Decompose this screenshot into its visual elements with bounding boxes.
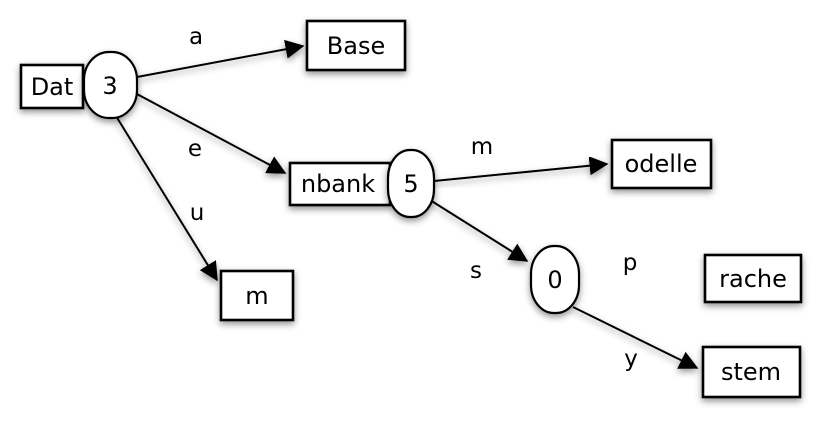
node-rache: rache [703,253,803,304]
edge-labels-layer: a e u m s p y [188,24,638,372]
edge-a-line [136,39,305,78]
node-branch0: 0 [529,244,581,315]
node-branch0-value: 0 [547,266,562,294]
node-root: Dat 3 [19,50,139,120]
node-stem-box [701,345,802,399]
edge-label-u: u [190,200,205,226]
node-nbank: nbank 5 [288,148,436,219]
node-nbank-value: 5 [403,170,418,198]
node-odelle-label: odelle [625,150,698,178]
edge-label-m: m [471,134,493,160]
node-base: Base [305,19,407,72]
edge-label-s: s [470,258,482,284]
node-stem-label: stem [721,358,781,386]
node-nbank-stadium [386,148,436,219]
node-branch0-stadium [529,244,581,315]
node-odelle: odelle [610,138,713,190]
node-root-prefix: Dat [31,73,74,101]
edge-u-line [115,115,218,282]
edge-label-e: e [188,136,202,162]
node-root-stadium [82,50,139,120]
edge-label-a: a [189,24,203,50]
edges-layer [115,39,701,369]
edge-label-p: p [623,250,638,276]
node-stem: stem [701,345,802,399]
node-root-box [19,63,85,110]
node-rache-box [703,253,803,304]
node-base-label: Base [327,32,385,60]
node-rache-label: rache [719,265,787,293]
nodes-layer: Dat 3 Base nbank 5 m [19,19,803,399]
node-odelle-box [610,138,713,190]
node-base-box [305,19,407,72]
node-m-leaf-label: m [245,282,268,310]
edge-e-line [134,92,287,174]
edge-y-line [572,306,699,369]
node-nbank-prefix: nbank [301,170,375,198]
edge-s-line [429,199,529,262]
node-m-leaf: m [219,269,295,322]
edge-label-y: y [624,346,638,372]
node-m-leaf-box [219,269,295,322]
node-root-value: 3 [102,72,117,100]
edge-m-line [433,156,609,182]
